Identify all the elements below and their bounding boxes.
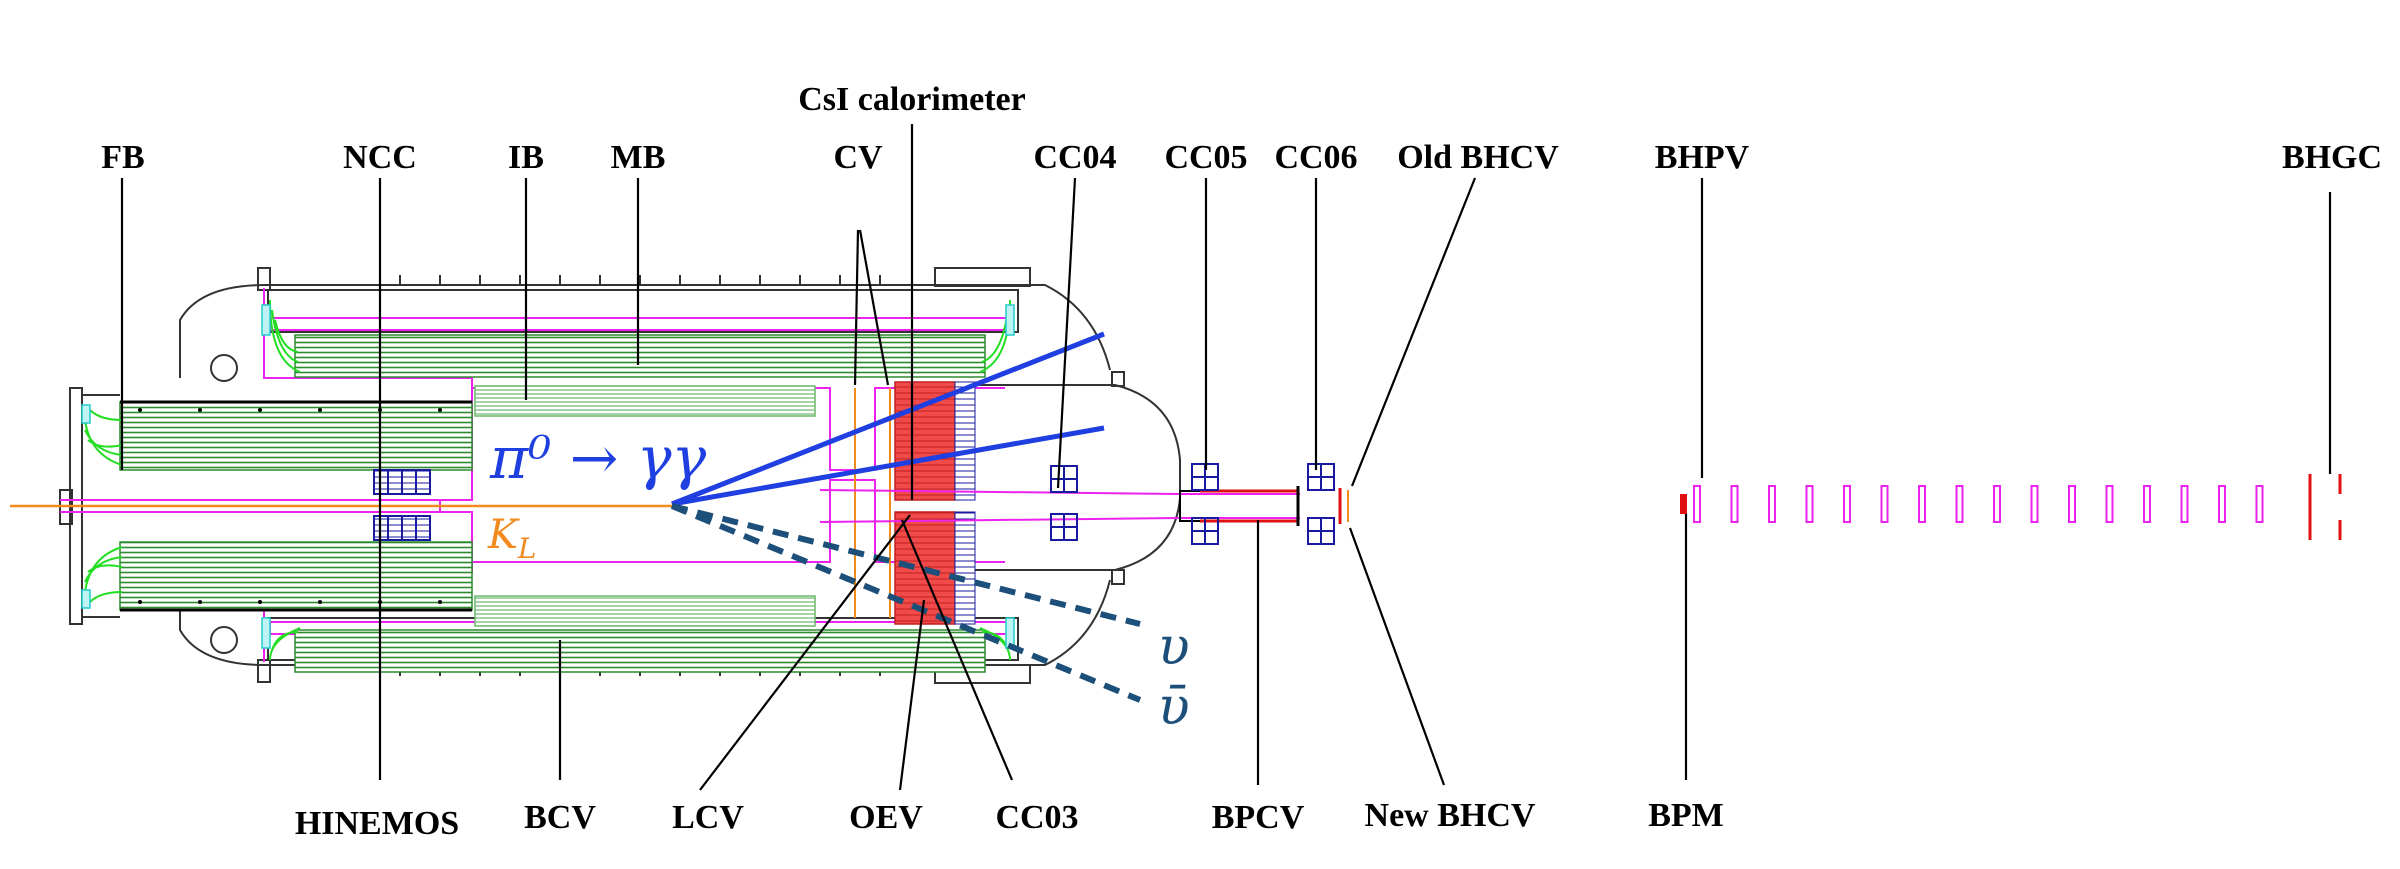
inner-barrel-lower (474, 595, 816, 627)
ncc-modules (373, 469, 431, 541)
label-old-bhcv: Old BHCV (1397, 139, 1559, 176)
kl-label-base: K (487, 512, 520, 558)
csi-calorimeter-upper (894, 381, 956, 501)
bhpv-module (1805, 485, 1814, 523)
oev-lower (954, 511, 976, 625)
bpm-element (1680, 494, 1687, 514)
leader-lines (120, 124, 2332, 791)
main-barrel-upper (294, 334, 986, 378)
front-barrel-upper (119, 401, 473, 471)
label-cc06: CC06 (1274, 139, 1357, 176)
bhpv-module (2255, 485, 2264, 523)
bpcv-pipe (1179, 490, 1299, 522)
label-cc04: CC04 (1033, 139, 1116, 176)
neutrino-tracks (670, 503, 1142, 703)
bhpv-module (1693, 485, 1701, 523)
bhpv-module (2143, 485, 2151, 523)
main-barrel-lower (294, 629, 986, 673)
label-new-bhcv: New BHCV (1365, 797, 1536, 834)
fb-fiber-fans (84, 409, 123, 603)
downstream-vessel (965, 384, 1181, 571)
label-oev: OEV (849, 799, 923, 836)
cc05-modules (1191, 463, 1219, 545)
flange-top-left (257, 267, 271, 291)
gamma-track-2 (671, 425, 1105, 507)
kl-label: KL (487, 512, 536, 565)
antineutrino-track (670, 503, 1142, 703)
bhpv-modules (1693, 485, 2264, 523)
neutrino-label: υ (1158, 617, 1190, 677)
bhpv-module (1993, 485, 2001, 523)
flange-top-right (934, 267, 1031, 287)
label-cc05: CC05 (1164, 139, 1247, 176)
oev-upper (954, 381, 976, 501)
mb-fibers-lower-left (269, 627, 301, 661)
gamma-tracks (671, 331, 1105, 507)
label-bhpv: BHPV (1655, 139, 1750, 176)
label-hinemos: HINEMOS (295, 805, 459, 842)
label-mb: MB (611, 139, 666, 176)
downstream-flange-bottom (1111, 569, 1125, 585)
label-cc03: CC03 (995, 799, 1078, 836)
access-port-upper (210, 354, 238, 382)
label-bpm: BPM (1648, 797, 1724, 834)
downstream-flange-top (1111, 371, 1125, 387)
gamma-track-1 (671, 331, 1105, 507)
vessel-top-outline (179, 284, 1111, 378)
neutrino-track (671, 503, 1141, 627)
label-fb: FB (101, 139, 144, 176)
vessel-bottom-outline (179, 572, 1111, 666)
bhpv-module (2068, 485, 2076, 523)
label-bcv: BCV (524, 799, 596, 836)
bhpv-module (1955, 485, 1964, 523)
bhpv-module (1918, 485, 1926, 523)
cc04-modules (1050, 465, 1078, 541)
label-cv: CV (833, 139, 883, 176)
decay-equation: π⁰ → γγ (489, 424, 707, 492)
label-ib: IB (508, 139, 544, 176)
bhpv-module (1730, 485, 1739, 523)
inner-barrel-upper (474, 385, 816, 417)
cc06-modules (1307, 463, 1335, 545)
label-csi-calorimeter: CsI calorimeter (798, 81, 1026, 118)
antineutrino-label: ῡ (1158, 677, 1190, 737)
access-port-lower (210, 626, 238, 654)
component-labels: FB NCC IB MB CsI calorimeter CV CC04 CC0… (101, 81, 2382, 842)
bhpv-module (2105, 485, 2114, 523)
bhpv-module (1843, 485, 1851, 523)
front-barrel-lower (119, 541, 473, 611)
fb-cyan-pmts (81, 404, 91, 609)
bhpv-module (1768, 485, 1776, 523)
top-support-posts (399, 275, 881, 286)
bhpv-module (2180, 485, 2189, 523)
label-bpcv: BPCV (1212, 799, 1305, 836)
label-bhgc: BHGC (2282, 139, 2382, 176)
kl-label-subscript: L (517, 532, 537, 565)
bhpv-module (2030, 485, 2039, 523)
bhpv-module (2218, 485, 2226, 523)
flange-bottom-left (257, 659, 271, 683)
label-lcv: LCV (672, 799, 744, 836)
label-ncc: NCC (343, 139, 417, 176)
bhpv-module (1880, 485, 1889, 523)
